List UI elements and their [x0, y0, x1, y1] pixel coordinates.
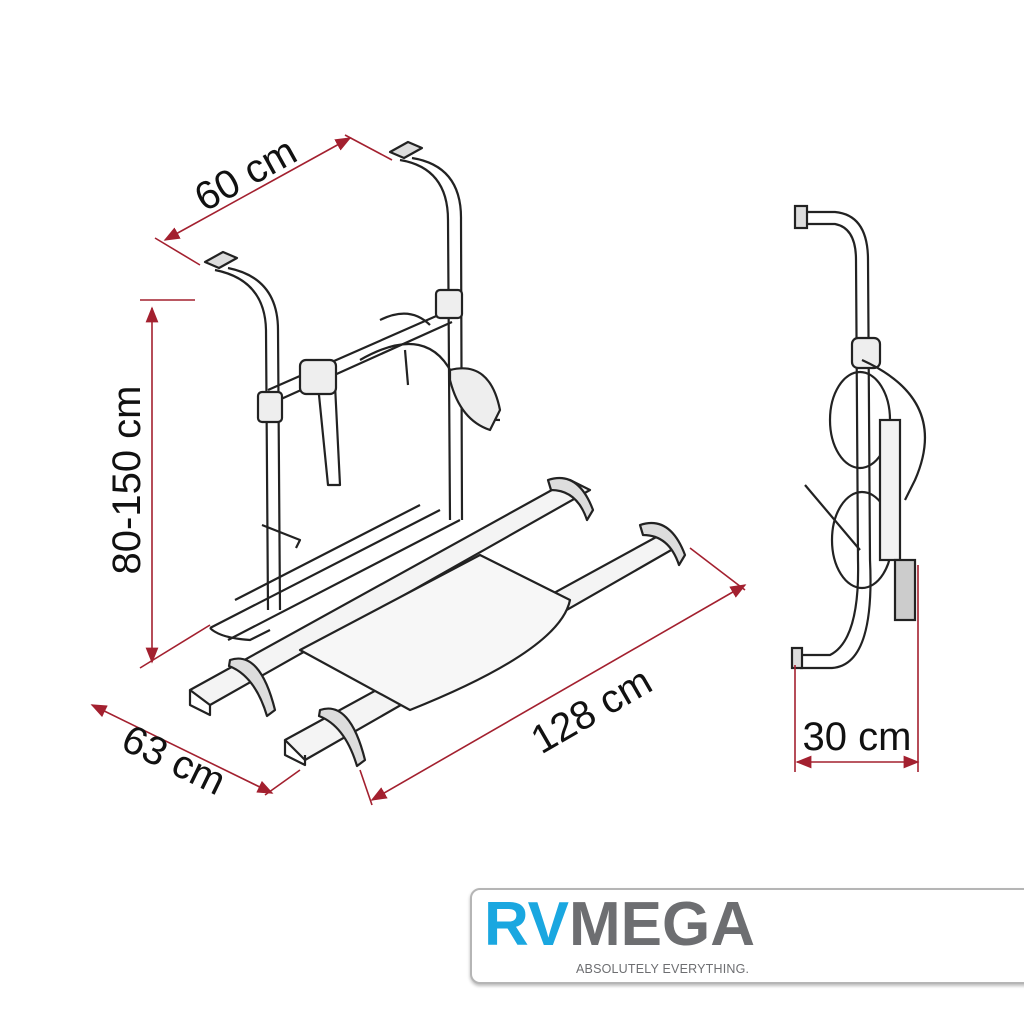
dimension-length: 128 cm	[524, 659, 660, 763]
logo-tagline: ABSOLUTELY EVERYTHING.	[576, 962, 750, 976]
dimension-lines	[90, 134, 920, 806]
dimension-side-depth: 30 cm	[803, 715, 912, 759]
rvmega-logo: RVMEGA ABSOLUTELY EVERYTHING.	[470, 888, 1024, 984]
rack-side-view	[790, 204, 926, 670]
logo-wordmark: RVMEGA	[484, 894, 755, 956]
logo-mega: MEGA	[569, 890, 756, 959]
dimension-height: 80-150 cm	[105, 386, 149, 575]
rack-front-view	[188, 140, 687, 768]
dimension-width-top: 60 cm	[187, 129, 304, 220]
logo-rv: RV	[484, 890, 570, 959]
dimension-depth: 63 cm	[115, 717, 232, 804]
